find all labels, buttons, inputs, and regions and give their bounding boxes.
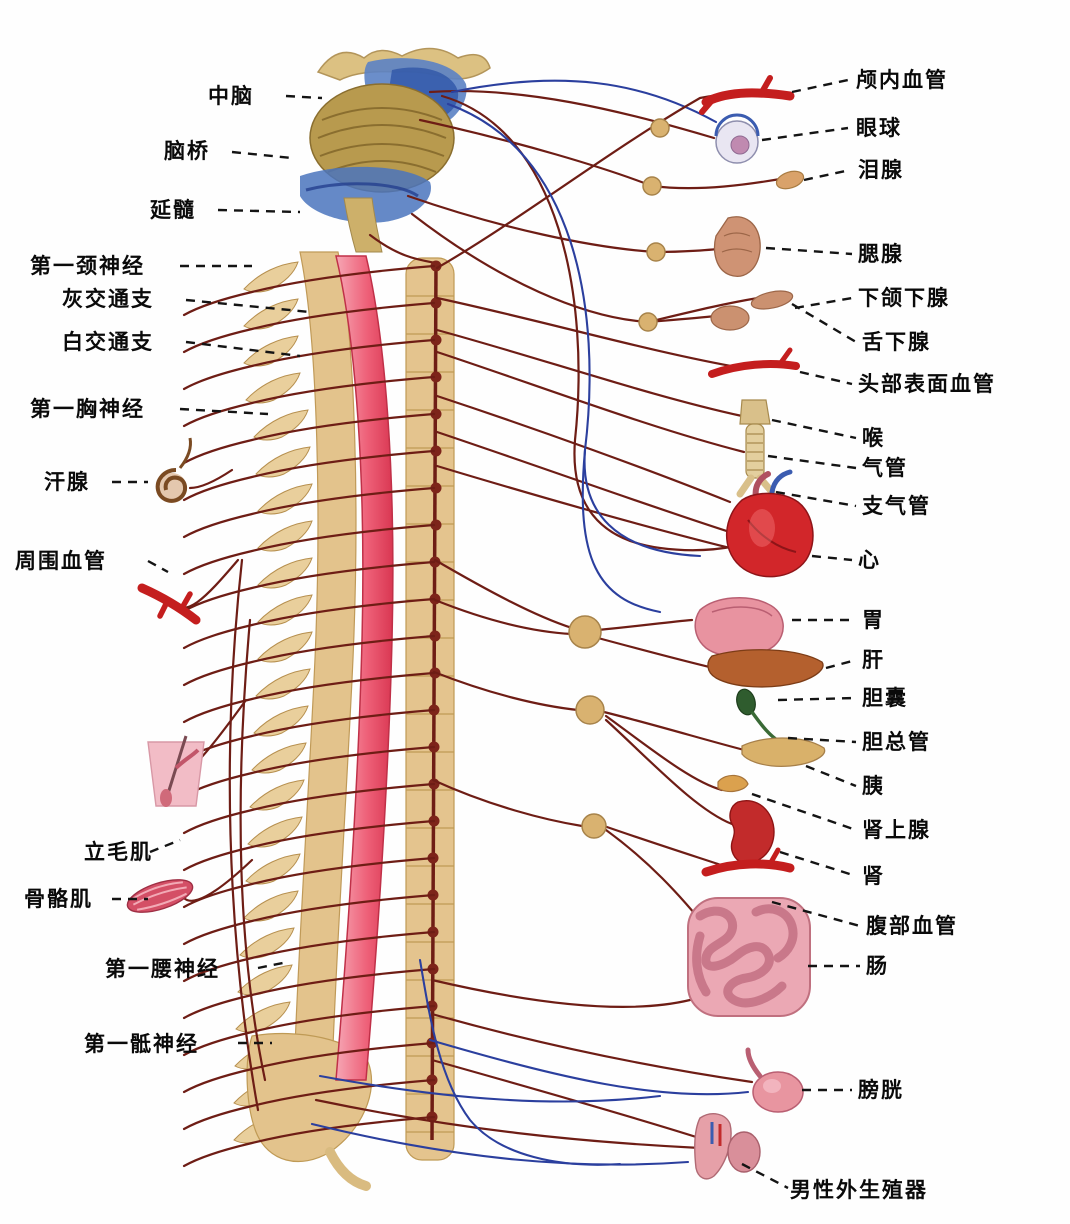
sweat-gland-illustration	[155, 437, 192, 503]
abdominal-vessel-illustration	[701, 847, 795, 877]
pancreas-illustration	[741, 737, 826, 768]
label-skeletal-muscle: 骨骼肌	[24, 888, 93, 911]
male-genitalia-illustration	[694, 1113, 761, 1180]
label-male-genitalia: 男性外生殖器	[790, 1179, 928, 1202]
label-common-bile-duct: 胆总管	[862, 731, 931, 754]
label-l1-nerve: 第一腰神经	[105, 958, 220, 981]
submandibular-gland-illustration	[710, 290, 794, 331]
leader-line	[765, 246, 853, 256]
label-c1-nerve: 第一颈神经	[30, 255, 145, 278]
leader-line	[231, 150, 293, 160]
liver-illustration	[707, 649, 824, 688]
leader-line	[217, 208, 301, 214]
spinal-cord-illustration	[335, 255, 394, 1081]
leader-line	[751, 792, 857, 832]
label-midbrain: 中脑	[208, 85, 254, 108]
leader-line	[185, 340, 301, 358]
larynx-trachea-illustration	[736, 399, 776, 498]
leader-line	[761, 126, 849, 142]
label-adrenal-gland: 肾上腺	[862, 819, 931, 842]
leader-line	[777, 696, 857, 702]
leader-line	[147, 559, 169, 574]
label-kidney: 肾	[862, 865, 885, 888]
leader-line	[811, 554, 853, 562]
heart-illustration	[726, 469, 814, 578]
label-arrector-pili: 立毛肌	[84, 841, 153, 864]
label-peripheral-vessels: 周围血管	[15, 550, 107, 573]
leader-line	[791, 302, 857, 344]
label-head-surface-vessels: 头部表面血管	[858, 373, 996, 396]
stomach-illustration	[694, 597, 784, 658]
leader-line	[787, 736, 857, 744]
label-sublingual-gland: 舌下腺	[862, 331, 931, 354]
label-bladder: 膀胱	[858, 1079, 904, 1102]
label-medulla: 延髓	[150, 199, 196, 222]
label-bronchus: 支气管	[862, 495, 931, 518]
leader-line	[775, 490, 857, 508]
leader-lines	[112, 78, 861, 1190]
kidney-illustration	[729, 800, 775, 864]
head-surface-vessel-illustration	[708, 347, 800, 378]
bladder-illustration	[745, 1047, 804, 1113]
arrector-pili-illustration	[147, 735, 205, 807]
label-abdominal-vessels: 腹部血管	[866, 915, 958, 938]
label-sweat-gland: 汗腺	[44, 471, 90, 494]
visceral-nerves-illustration	[310, 79, 794, 1166]
ganglia-illustration	[568, 118, 670, 839]
label-intracranial-vessels: 颅内血管	[856, 69, 948, 92]
label-submandibular-gland: 下颌下腺	[858, 287, 950, 310]
intestine-illustration	[687, 897, 811, 1017]
label-white-ramus: 白交通支	[62, 331, 154, 354]
leader-line	[149, 838, 181, 854]
label-lacrimal-gland: 泪腺	[858, 159, 904, 182]
label-eyeball: 眼球	[856, 117, 902, 140]
spinal-nerves-illustration	[170, 264, 436, 1168]
label-pons: 脑桥	[164, 140, 210, 163]
parotid-gland-illustration	[713, 216, 761, 277]
label-t1-nerve: 第一胸神经	[30, 398, 145, 421]
label-larynx: 喉	[862, 427, 885, 450]
leader-line	[741, 1162, 789, 1190]
label-intestine: 肠	[866, 955, 889, 978]
skeletal-muscle-illustration	[126, 879, 194, 913]
label-liver: 肝	[862, 649, 885, 672]
leader-line	[791, 78, 849, 94]
eyeball-illustration	[714, 113, 760, 164]
label-gray-ramus: 灰交通支	[62, 288, 154, 311]
label-trachea: 气管	[862, 457, 908, 480]
label-stomach: 胃	[862, 609, 885, 632]
leader-line	[185, 298, 311, 314]
brainstem-illustration	[300, 47, 491, 253]
intracranial-vessel-illustration	[699, 75, 795, 115]
lacrimal-gland-illustration	[775, 170, 805, 190]
leader-line	[799, 370, 853, 386]
label-heart: 心	[858, 549, 881, 572]
leader-line	[779, 850, 857, 878]
adrenal-gland-illustration	[717, 774, 749, 793]
label-parotid-gland: 腮腺	[858, 243, 904, 266]
leader-line	[767, 454, 857, 470]
leader-line	[825, 658, 857, 670]
leader-line	[794, 296, 853, 310]
label-pancreas: 胰	[862, 775, 885, 798]
leader-line	[257, 960, 289, 970]
leader-line	[771, 418, 857, 440]
gallbladder-illustration	[736, 688, 781, 744]
label-s1-nerve: 第一骶神经	[84, 1033, 199, 1056]
leader-line	[805, 764, 857, 788]
leader-line	[803, 168, 851, 182]
sympathetic-trunk-illustration	[368, 233, 442, 1141]
label-gallbladder: 胆囊	[862, 687, 908, 710]
leader-line	[285, 94, 323, 100]
peripheral-vessel-illustration	[137, 583, 201, 625]
